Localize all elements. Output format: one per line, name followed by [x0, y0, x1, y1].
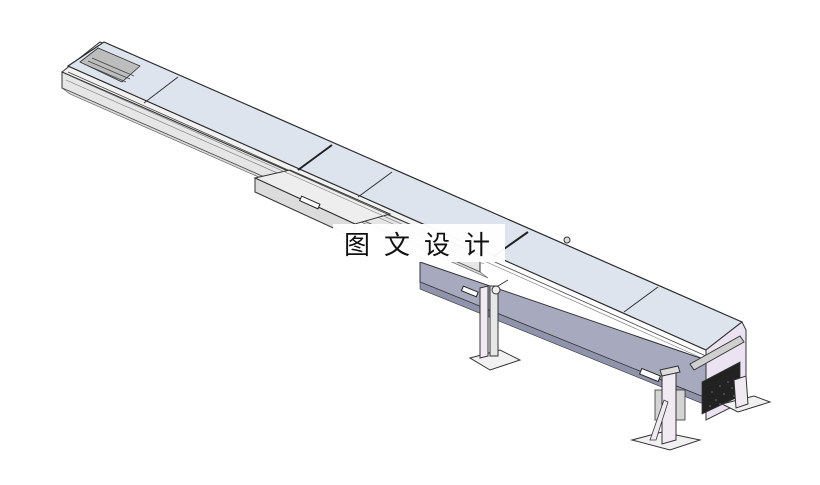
belt-knob — [563, 236, 571, 244]
belt-surface — [66, 41, 744, 361]
rear-support — [720, 375, 772, 413]
watermark-label: 图文设计 — [333, 224, 505, 262]
lift-cylinder-stand — [468, 279, 522, 371]
front-support-leg — [630, 365, 702, 451]
carriage — [253, 169, 392, 239]
